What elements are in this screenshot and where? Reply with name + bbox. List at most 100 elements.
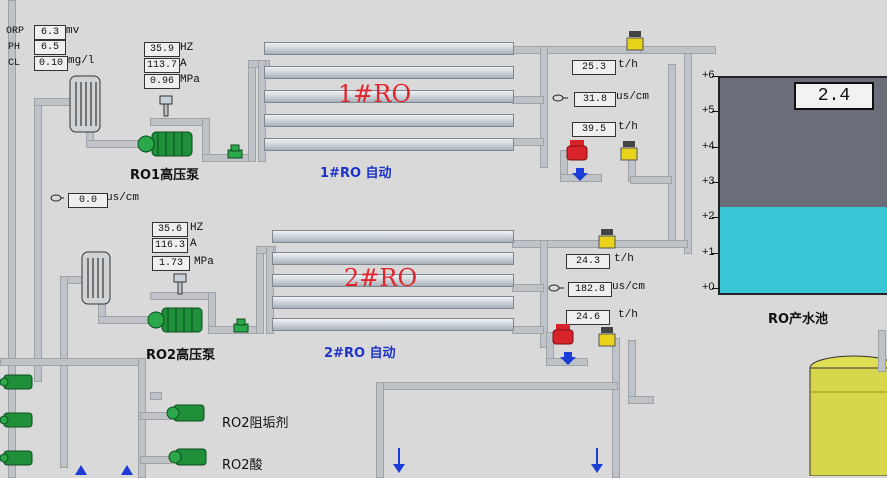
- tank-scale-label: +2: [702, 210, 715, 223]
- ro1-pressure-gauge-icon: [158, 94, 174, 118]
- pipe-ro1-feed: [248, 62, 256, 162]
- tank-scale-label: +6: [702, 69, 715, 81]
- inlet-conductivity-unit: us/cm: [106, 192, 140, 204]
- pipe-ro1-right: [540, 46, 548, 168]
- pipe-ro1-yellow-line: [630, 176, 672, 184]
- tank-scale-label: +1: [702, 245, 715, 258]
- ro1-mpa-unit: MPa: [180, 74, 200, 86]
- ro2-mpa-value: 1.73: [152, 256, 190, 271]
- ro1-membrane-5: [264, 138, 514, 151]
- pipe-ro1-conc: [512, 138, 544, 146]
- pipe-ro2-perm: [512, 284, 544, 292]
- pipe-right-drain-h: [628, 396, 654, 404]
- pipe-filter2-to-pump2: [98, 316, 150, 324]
- ro1-top-valve-icon[interactable]: [626, 30, 644, 52]
- ro1-red-valve-icon[interactable]: [566, 140, 588, 164]
- pipe-tank-feed-h: [640, 46, 716, 54]
- tank-scale-tick: [712, 111, 718, 113]
- tank-scale-tick: [712, 288, 718, 289]
- tank-scale-tick: [712, 146, 718, 148]
- pipe-pump1-top: [150, 118, 206, 126]
- tank-label: RO产水池: [768, 312, 829, 327]
- inlet-conductivity-value: 0.0: [68, 193, 108, 208]
- tank-scale-label: +4: [702, 139, 715, 152]
- ro2-status[interactable]: 2#RO 自动: [324, 346, 396, 361]
- pipe-right-drain: [628, 340, 636, 402]
- ro1-flow1-value: 25.3: [572, 60, 616, 75]
- ro1-hz-value: 35.9: [144, 42, 180, 57]
- ro1-feed-valve-icon[interactable]: [226, 144, 244, 162]
- cl-unit: mg/l: [68, 55, 95, 67]
- ro2-feed-valve-icon[interactable]: [232, 318, 250, 336]
- acid-pump-icon[interactable]: [168, 446, 208, 468]
- ro1-mpa-value: 0.96: [144, 74, 180, 89]
- pipe-tank-right: [878, 330, 886, 372]
- pipe-tank-side: [668, 64, 676, 246]
- ro2-cond-sensor-icon: [548, 284, 564, 292]
- orp-label: ORP: [6, 26, 25, 37]
- dosing-pump-left-3-icon[interactable]: [0, 448, 34, 468]
- pipe-bottom-left-drop: [376, 382, 384, 478]
- pipe-dose-3: [150, 392, 162, 400]
- tank-scale-label: +5: [702, 104, 715, 117]
- cartridge-filter-1-icon[interactable]: [68, 74, 102, 134]
- ro1-amp-value: 113.7: [144, 58, 180, 73]
- ro1-cond-sensor-icon: [552, 94, 568, 102]
- storage-tank-icon: [806, 352, 887, 476]
- cl-value: 0.10: [34, 56, 68, 71]
- dosing-pump-left-1-icon[interactable]: [0, 372, 34, 392]
- orp-unit: mv: [66, 25, 80, 37]
- ro1-high-pressure-pump-icon[interactable]: [136, 126, 196, 160]
- pipe-left-2b: [60, 276, 68, 468]
- ro2-cond-value: 182.8: [568, 282, 612, 297]
- arrow-down-icon: [392, 448, 406, 474]
- ro2-high-pressure-pump-icon[interactable]: [146, 302, 206, 336]
- ro1-membrane-2: [264, 66, 514, 79]
- pipe-ro2-drain: [612, 338, 620, 478]
- pipe-tank-feed-v: [684, 46, 692, 254]
- dosing-pump-left-2-icon[interactable]: [0, 410, 34, 430]
- pipe-ro2-right: [540, 240, 548, 348]
- ro2-hz-value: 35.6: [152, 222, 188, 237]
- ro2-membrane-5: [272, 318, 514, 331]
- ro1-yellow-valve-icon[interactable]: [620, 140, 638, 162]
- ro2-red-valve-icon[interactable]: [552, 324, 574, 348]
- pipe-bottom-header: [376, 382, 618, 390]
- pipe-ro1-perm: [512, 96, 544, 104]
- ro1-blue-valve-icon[interactable]: [572, 168, 588, 182]
- ro1-hz-unit: HZ: [180, 42, 194, 54]
- cl-label: CL: [8, 58, 21, 69]
- ro2-yellow-valve-icon[interactable]: [598, 326, 616, 348]
- ro2-membrane-1: [272, 230, 514, 243]
- pipe-ro1-manifold: [258, 60, 266, 162]
- pipe-ro2-conc: [512, 326, 544, 334]
- ph-label: PH: [8, 42, 21, 53]
- arrow-down-icon-2: [590, 448, 604, 474]
- ro2-pump-label: RO2高压泵: [146, 348, 216, 363]
- cartridge-filter-2-icon[interactable]: [80, 250, 112, 306]
- ro1-flow1-unit: t/h: [618, 59, 638, 71]
- tank-scale-tick: [712, 76, 718, 77]
- ro2-pressure-gauge-icon: [172, 272, 188, 296]
- acid-label: RO2酸: [222, 458, 263, 473]
- ro1-cond-value: 31.8: [574, 92, 616, 107]
- ro2-blue-valve-icon[interactable]: [560, 352, 576, 366]
- ro1-membrane-3: [264, 90, 514, 103]
- ro2-flow1-unit: t/h: [614, 253, 634, 265]
- ro1-pump-label: RO1高压泵: [130, 168, 200, 183]
- tank-water-level: [720, 207, 887, 293]
- tank-scale-tick: [712, 252, 718, 254]
- ro1-flow2-unit: t/h: [618, 121, 638, 133]
- ro2-amp-value: 116.3: [152, 238, 188, 253]
- antiscalant-pump-icon[interactable]: [166, 402, 206, 424]
- ro1-status[interactable]: 1#RO 自动: [320, 166, 392, 181]
- tank-scale-label: +0: [702, 281, 715, 293]
- ro2-flow1-value: 24.3: [566, 254, 610, 269]
- ro2-top-valve-icon[interactable]: [598, 228, 616, 250]
- ro2-membrane-4: [272, 296, 514, 309]
- ro2-title: 2#RO: [344, 264, 418, 292]
- ro1-title: 1#RO: [338, 80, 412, 108]
- pipe-left-2: [34, 100, 42, 382]
- ro1-membrane-1: [264, 42, 514, 55]
- tank-level-value: 2.4: [794, 82, 874, 110]
